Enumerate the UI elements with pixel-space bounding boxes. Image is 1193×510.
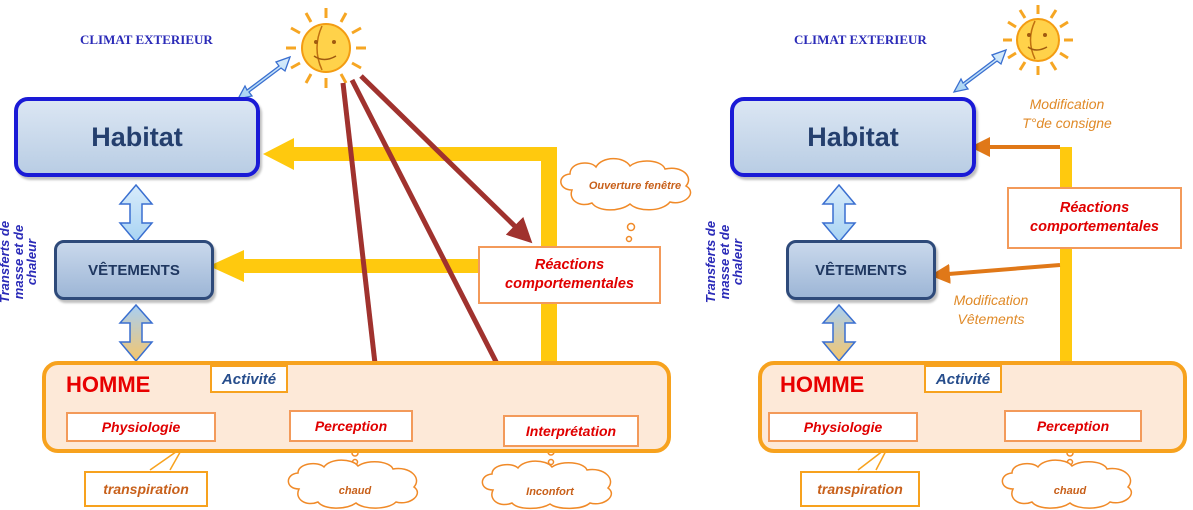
activite-box: Activité: [924, 365, 1002, 393]
modif-consigne-label: Modification T°de consigne: [1002, 95, 1132, 133]
transferts-line-3: chaleur: [24, 238, 40, 286]
perception-box: Perception: [1004, 410, 1142, 442]
left-diagram-graphics: [118, 8, 692, 510]
vetements-homme-arrow: [118, 303, 154, 363]
modif-vetements-line-2: Vêtements: [957, 310, 1025, 327]
habitat-vetements-arrow: [118, 183, 154, 244]
transferts-label: Transferts de masse et de chaleur: [0, 206, 46, 318]
reactions-box: Réactions comportementales: [1007, 187, 1182, 249]
physiologie-box: Physiologie: [66, 412, 216, 442]
vetements-box: VÊTEMENTS: [786, 240, 936, 300]
cloud-icon: [481, 460, 613, 510]
cloud-icon: [560, 157, 692, 211]
reactions-line-1: Réactions: [534, 257, 605, 274]
modif-consigne-line-1: Modification: [1029, 96, 1105, 112]
activite-box: Activité: [210, 365, 288, 393]
left-diagram: CLIMAT EXTERIEUR Habitat VÊTEMENTS Trans…: [0, 8, 692, 510]
modif-vetements-label: Modification Vêtements: [926, 291, 1056, 329]
homme-title: HOMME: [66, 372, 151, 397]
transferts-line-2: masse et de: [10, 224, 26, 300]
orange-arrows: [930, 137, 1061, 284]
habitat-vetements-arrow: [821, 183, 857, 244]
transferts-line-3: chaleur: [730, 238, 746, 286]
perception-box: Perception: [289, 410, 413, 442]
cloud-icon: [287, 459, 419, 509]
cloud-chaud-text: chaud: [338, 485, 372, 497]
cloud-fenetre-text: Ouverture fenêtre: [588, 180, 682, 192]
climat-label: CLIMAT EXTERIEUR: [80, 32, 213, 47]
cloud-chaud-text: chaud: [1053, 485, 1087, 497]
cloud-inconfort-text: Inconfort: [526, 486, 574, 498]
climat-label: CLIMAT EXTERIEUR: [794, 32, 927, 47]
sun-icon: [1003, 5, 1073, 75]
cloud-icon: [1001, 459, 1133, 509]
modif-consigne-line-2: T°de consigne: [1022, 114, 1112, 131]
physiologie-box: Physiologie: [768, 412, 918, 442]
reactions-line-2: comportementales: [505, 276, 634, 292]
vetements-homme-arrow: [821, 303, 857, 363]
transferts-line-1: Transferts de: [0, 220, 12, 304]
homme-title: HOMME: [780, 372, 865, 397]
reactions-box: Réactions comportementales: [478, 246, 661, 304]
interpretation-box: Interprétation: [503, 415, 639, 447]
transferts-line-2: masse et de: [716, 224, 732, 300]
reactions-line-1: Réactions: [1059, 200, 1130, 217]
sun-icon: [286, 8, 366, 88]
climat-habitat-arrow: [236, 55, 292, 100]
sun-arrows: [340, 74, 533, 398]
transpiration-callout: transpiration: [84, 471, 208, 507]
reactions-line-2: comportementales: [1030, 219, 1159, 235]
habitat-box: Habitat: [730, 97, 976, 177]
vetements-box: VÊTEMENTS: [54, 240, 214, 300]
transferts-line-1: Transferts de: [703, 220, 718, 304]
habitat-box: Habitat: [14, 97, 260, 177]
transpiration-callout: transpiration: [800, 471, 920, 507]
right-diagram: CLIMAT EXTERIEUR Habitat VÊTEMENTS Trans…: [700, 0, 1193, 510]
modif-vetements-line-1: Modification: [953, 292, 1029, 308]
climat-habitat-arrow: [952, 48, 1008, 93]
transferts-label: Transferts de masse et de chaleur: [703, 206, 752, 318]
